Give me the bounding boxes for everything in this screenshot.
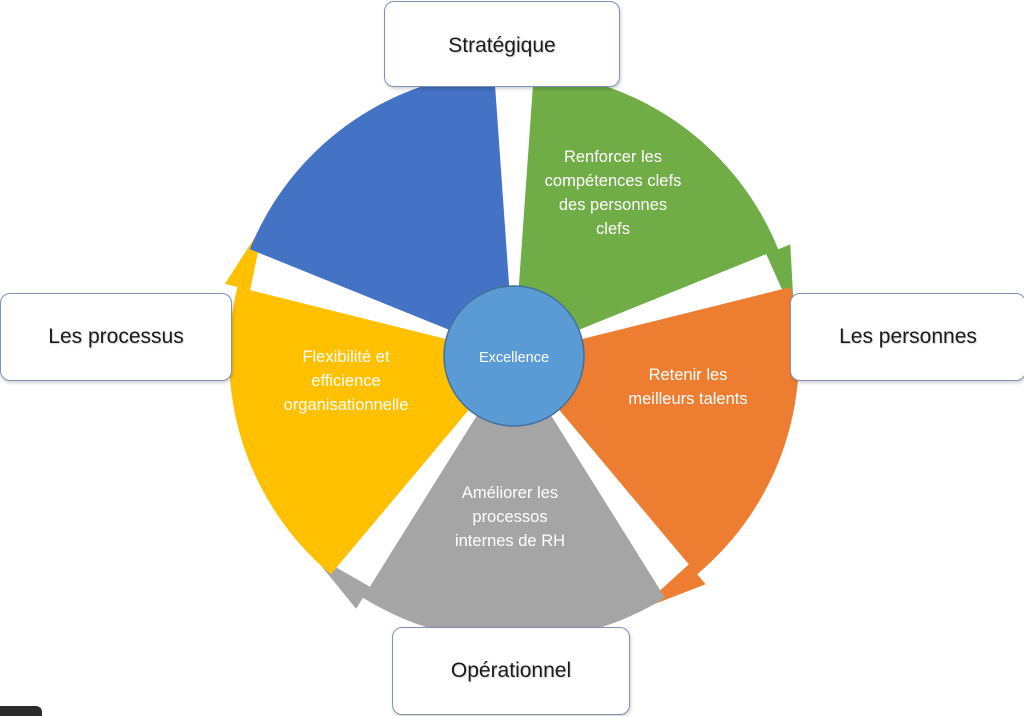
segment-label-line: clefs [596, 220, 630, 238]
segment-label-blue: Flexibilité et efficience organisationnell… [284, 348, 409, 414]
segment-label-line: internes de RH [455, 532, 565, 550]
segment-label-line: Renforcer les [564, 148, 662, 166]
segment-gray [310, 385, 665, 641]
box-label: Les processus [48, 325, 184, 348]
center-label: Excellence [479, 350, 549, 366]
segment-label-line: organisationnelle [284, 396, 409, 414]
segment-label-line: Flexibilité et [302, 348, 390, 366]
center-circle [443, 285, 585, 427]
corner-mark [0, 706, 42, 716]
segment-label-line: meilleurs talents [628, 390, 747, 408]
box-label: Stratégique [448, 34, 556, 57]
label-box-les-processus: Les processus [0, 293, 232, 381]
segment-label-line: des personnes [559, 196, 667, 214]
segment-orange [536, 287, 799, 611]
segment-label-gray: Retenir les meilleurs talents [628, 366, 747, 408]
label-box-strategique: Stratégique [384, 1, 620, 87]
segment-label-line: processos [472, 508, 547, 526]
segment-label-yellow: Améliorer les processos internes de RH [455, 484, 565, 550]
segment-label-line: Retenir les [649, 366, 728, 384]
label-box-les-personnes: Les personnes [790, 293, 1024, 381]
segment-label-line: Améliorer les [462, 484, 558, 502]
segment-green [516, 71, 795, 343]
segment-label-orange: Renforcer les compétences clefs des person… [545, 148, 682, 238]
segment-label-line: compétences clefs [545, 172, 682, 190]
box-label: Opérationnel [450, 659, 572, 682]
box-label: Les personnes [839, 325, 977, 348]
label-box-operationnel: Opérationnel [392, 627, 630, 715]
segment-blue [249, 58, 564, 343]
segment-yellow [224, 223, 492, 575]
segment-label-line: efficience [311, 372, 380, 390]
